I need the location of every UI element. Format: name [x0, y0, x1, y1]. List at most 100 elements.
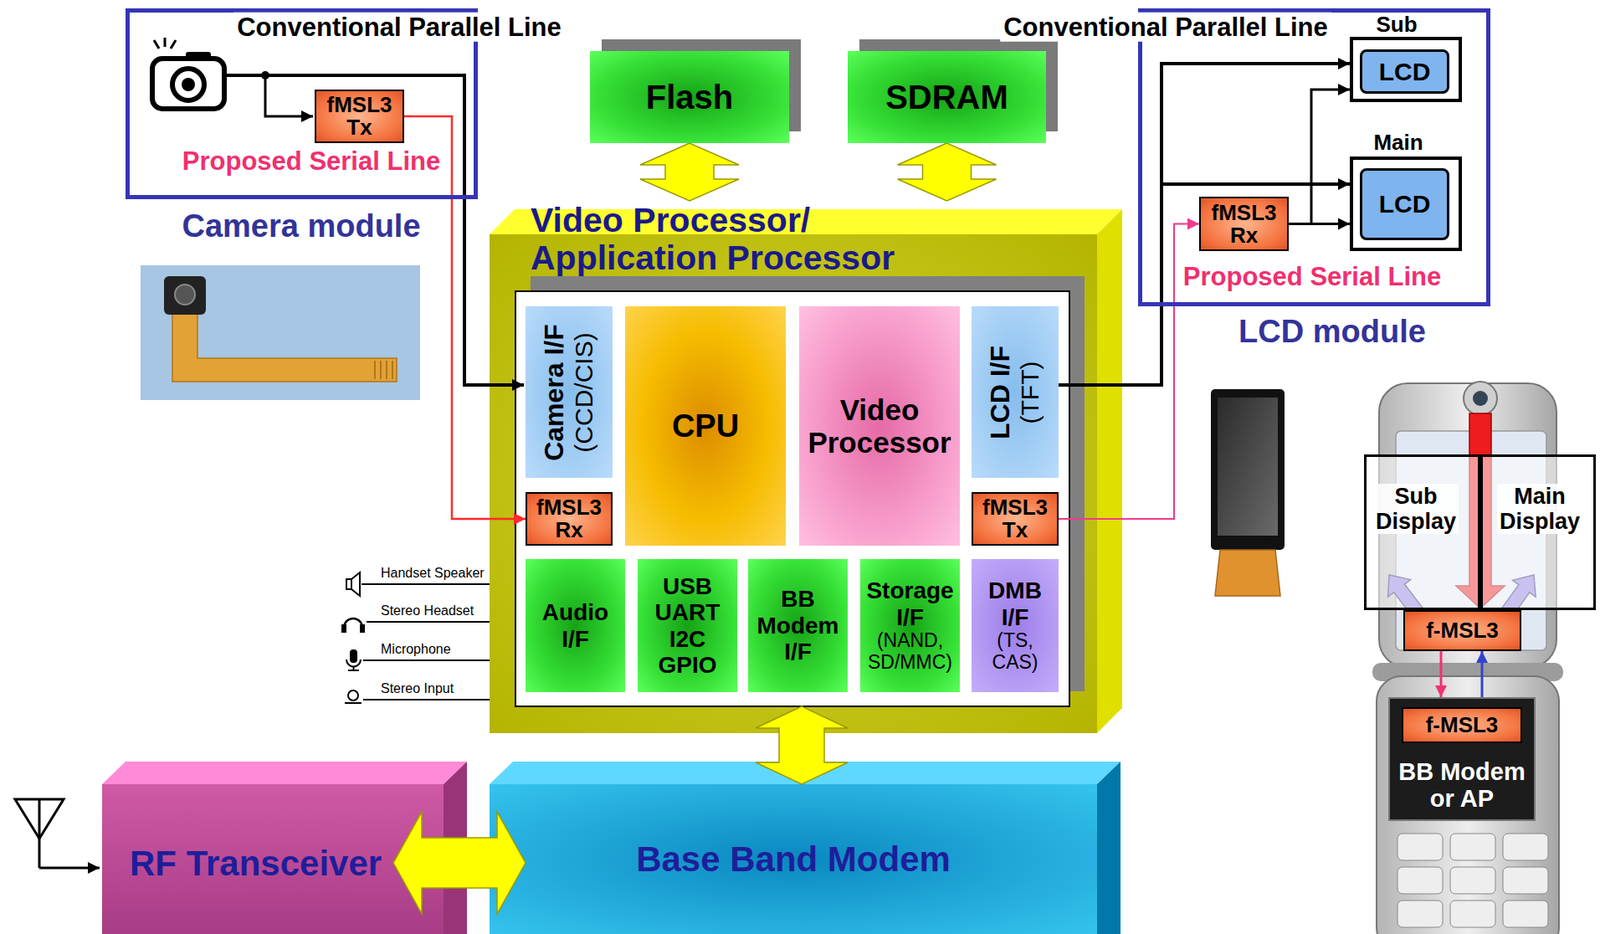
phone-key: [1502, 900, 1549, 928]
lcd-photo-frame: [1210, 389, 1285, 550]
modem-interface-block: BB Modem I/F: [748, 558, 848, 693]
box-label: Audio I/F: [542, 599, 609, 652]
camera-icon-body: [152, 58, 225, 109]
box-label: DMB I/F: [988, 577, 1042, 631]
rotated-label-group: Camera I/F(CCD/CIS): [539, 306, 598, 478]
application-processor-box: Video Processor/ Application ProcessorCa…: [489, 234, 1098, 734]
box-sublabel: (TS, CAS): [992, 630, 1039, 674]
label-holder: Microphone: [377, 641, 455, 657]
dmb-interface-block: DMB I/F(TS, CAS): [971, 558, 1059, 693]
camera-icon-lens-center: [181, 77, 195, 92]
box-label: fMSL3 Rx: [536, 496, 602, 541]
box-label: Flash: [646, 78, 734, 117]
sdram-memory-box: SDRAM: [847, 51, 1047, 144]
box-label: RF Transceiver: [129, 843, 382, 883]
lcd-photo-flex: [1215, 549, 1281, 596]
label-holder: Conventional Parallel Line: [233, 14, 565, 42]
downlink-line: [1440, 651, 1443, 698]
box-front-face: [102, 784, 444, 934]
rf-transceiver-box: RF Transceiver: [102, 784, 444, 934]
line-type-label: Proposed Serial Line: [1179, 261, 1445, 292]
box-label: Sub Display: [1373, 483, 1459, 534]
headset-symbol: [343, 618, 363, 628]
speaker-symbol: [351, 572, 360, 596]
lcd-photo-screen: [1217, 397, 1278, 536]
audio-port-label: Microphone: [377, 641, 455, 657]
main-lcd-frame: MainLCD: [1349, 156, 1462, 252]
box-label: f-MSL3: [1425, 712, 1499, 738]
phone-body: [1376, 676, 1559, 934]
label-holder: Stereo Headset: [377, 603, 477, 619]
line-type-label: Proposed Serial Line: [179, 146, 444, 176]
rotated-label-group: LCD I/F(TFT): [985, 306, 1044, 478]
audio-port-label: Stereo Headset: [377, 603, 477, 618]
serial-link-line: [404, 116, 526, 519]
box-front-face: [489, 234, 1098, 734]
label-holder: Stereo Input: [377, 681, 457, 697]
antenna-symbol: [38, 799, 42, 868]
box-side-face: [1097, 761, 1121, 934]
baseband-modem-box: Base Band Modem: [489, 784, 1098, 934]
microphone-symbol: [348, 669, 359, 672]
rf-link-arrow: [393, 811, 526, 914]
input-jack-symbol: [348, 690, 359, 701]
audio-port-label: Handset Speaker: [377, 565, 488, 580]
box-top-face: [102, 761, 467, 785]
camera-flash-ray: [164, 37, 167, 47]
label-holder: Proposed Serial Line: [179, 148, 444, 176]
microphone-symbol: [346, 659, 361, 667]
box-label: SDRAM: [885, 78, 1009, 117]
deserialized-bus-line: [1288, 89, 1350, 225]
antenna-wire: [39, 866, 100, 870]
box-label: Camera module: [181, 208, 421, 245]
serializer-rx-box: fMSL3 Rx: [1199, 196, 1289, 252]
camera-interface-block: Camera I/F(CCD/CIS): [525, 306, 613, 478]
camera-flash-ray: [170, 40, 176, 49]
microphone-symbol: [349, 649, 358, 663]
phone-key: [1450, 900, 1496, 928]
serial-link-line: [1058, 224, 1200, 520]
flash-memory-box: Flash: [589, 51, 790, 144]
audio-wire: [366, 620, 490, 623]
flex-contact: [391, 360, 394, 380]
camera-flash-ray: [153, 40, 159, 49]
label-holder: Handset Speaker: [377, 565, 488, 581]
audio-wire: [363, 698, 490, 701]
memory-bus-arrow: [640, 143, 739, 201]
camera-photo-ground: [140, 265, 421, 400]
memory-bus-arrow: [897, 143, 997, 201]
box-side-face: [1097, 209, 1123, 734]
box-label: Sub: [1375, 12, 1417, 37]
lcd-panel: LCD: [1359, 168, 1450, 241]
box-sublabel: (TFT): [1015, 360, 1045, 424]
line-type-label: Conventional Parallel Line: [233, 12, 565, 42]
box-label: BB Modem or AP: [1393, 758, 1532, 813]
flex-contact: [385, 360, 388, 380]
box-label: f-MSL3: [1425, 618, 1499, 643]
box-label: CPU: [671, 408, 739, 445]
lcd-panel: LCD: [1359, 49, 1450, 94]
audio-wire: [363, 659, 490, 662]
box-label: Video Processor/ Application Processor: [530, 201, 908, 277]
lcd-interface-block: LCD I/F(TFT): [971, 306, 1059, 478]
main-display-box: Main Display: [1480, 454, 1596, 611]
box-label: Video Processor: [807, 393, 951, 459]
camera-head: [164, 276, 206, 315]
box-label: LCD: [1379, 189, 1431, 219]
phone-key: [1397, 866, 1443, 894]
box-front-face: [489, 784, 1098, 934]
audio-wire: [361, 583, 490, 585]
flex-cable: [172, 311, 397, 382]
system-bus-arrow: [755, 706, 848, 785]
parallel-bus-wire: [265, 75, 313, 117]
uplink-line: [1481, 651, 1484, 698]
box-sublabel: (NAND, SD/MMC): [867, 630, 953, 674]
baseband-chip-box: BB Modem or AP f-MSL3: [1388, 697, 1536, 821]
phone-camera-lens: [1472, 390, 1488, 406]
phone-key: [1397, 833, 1443, 861]
inner-panel: [515, 291, 1070, 707]
flex-contact: [374, 360, 376, 380]
serializer-chip-box: f-MSL3: [1401, 707, 1523, 744]
line-type-label: Conventional Parallel Line: [1000, 12, 1332, 42]
